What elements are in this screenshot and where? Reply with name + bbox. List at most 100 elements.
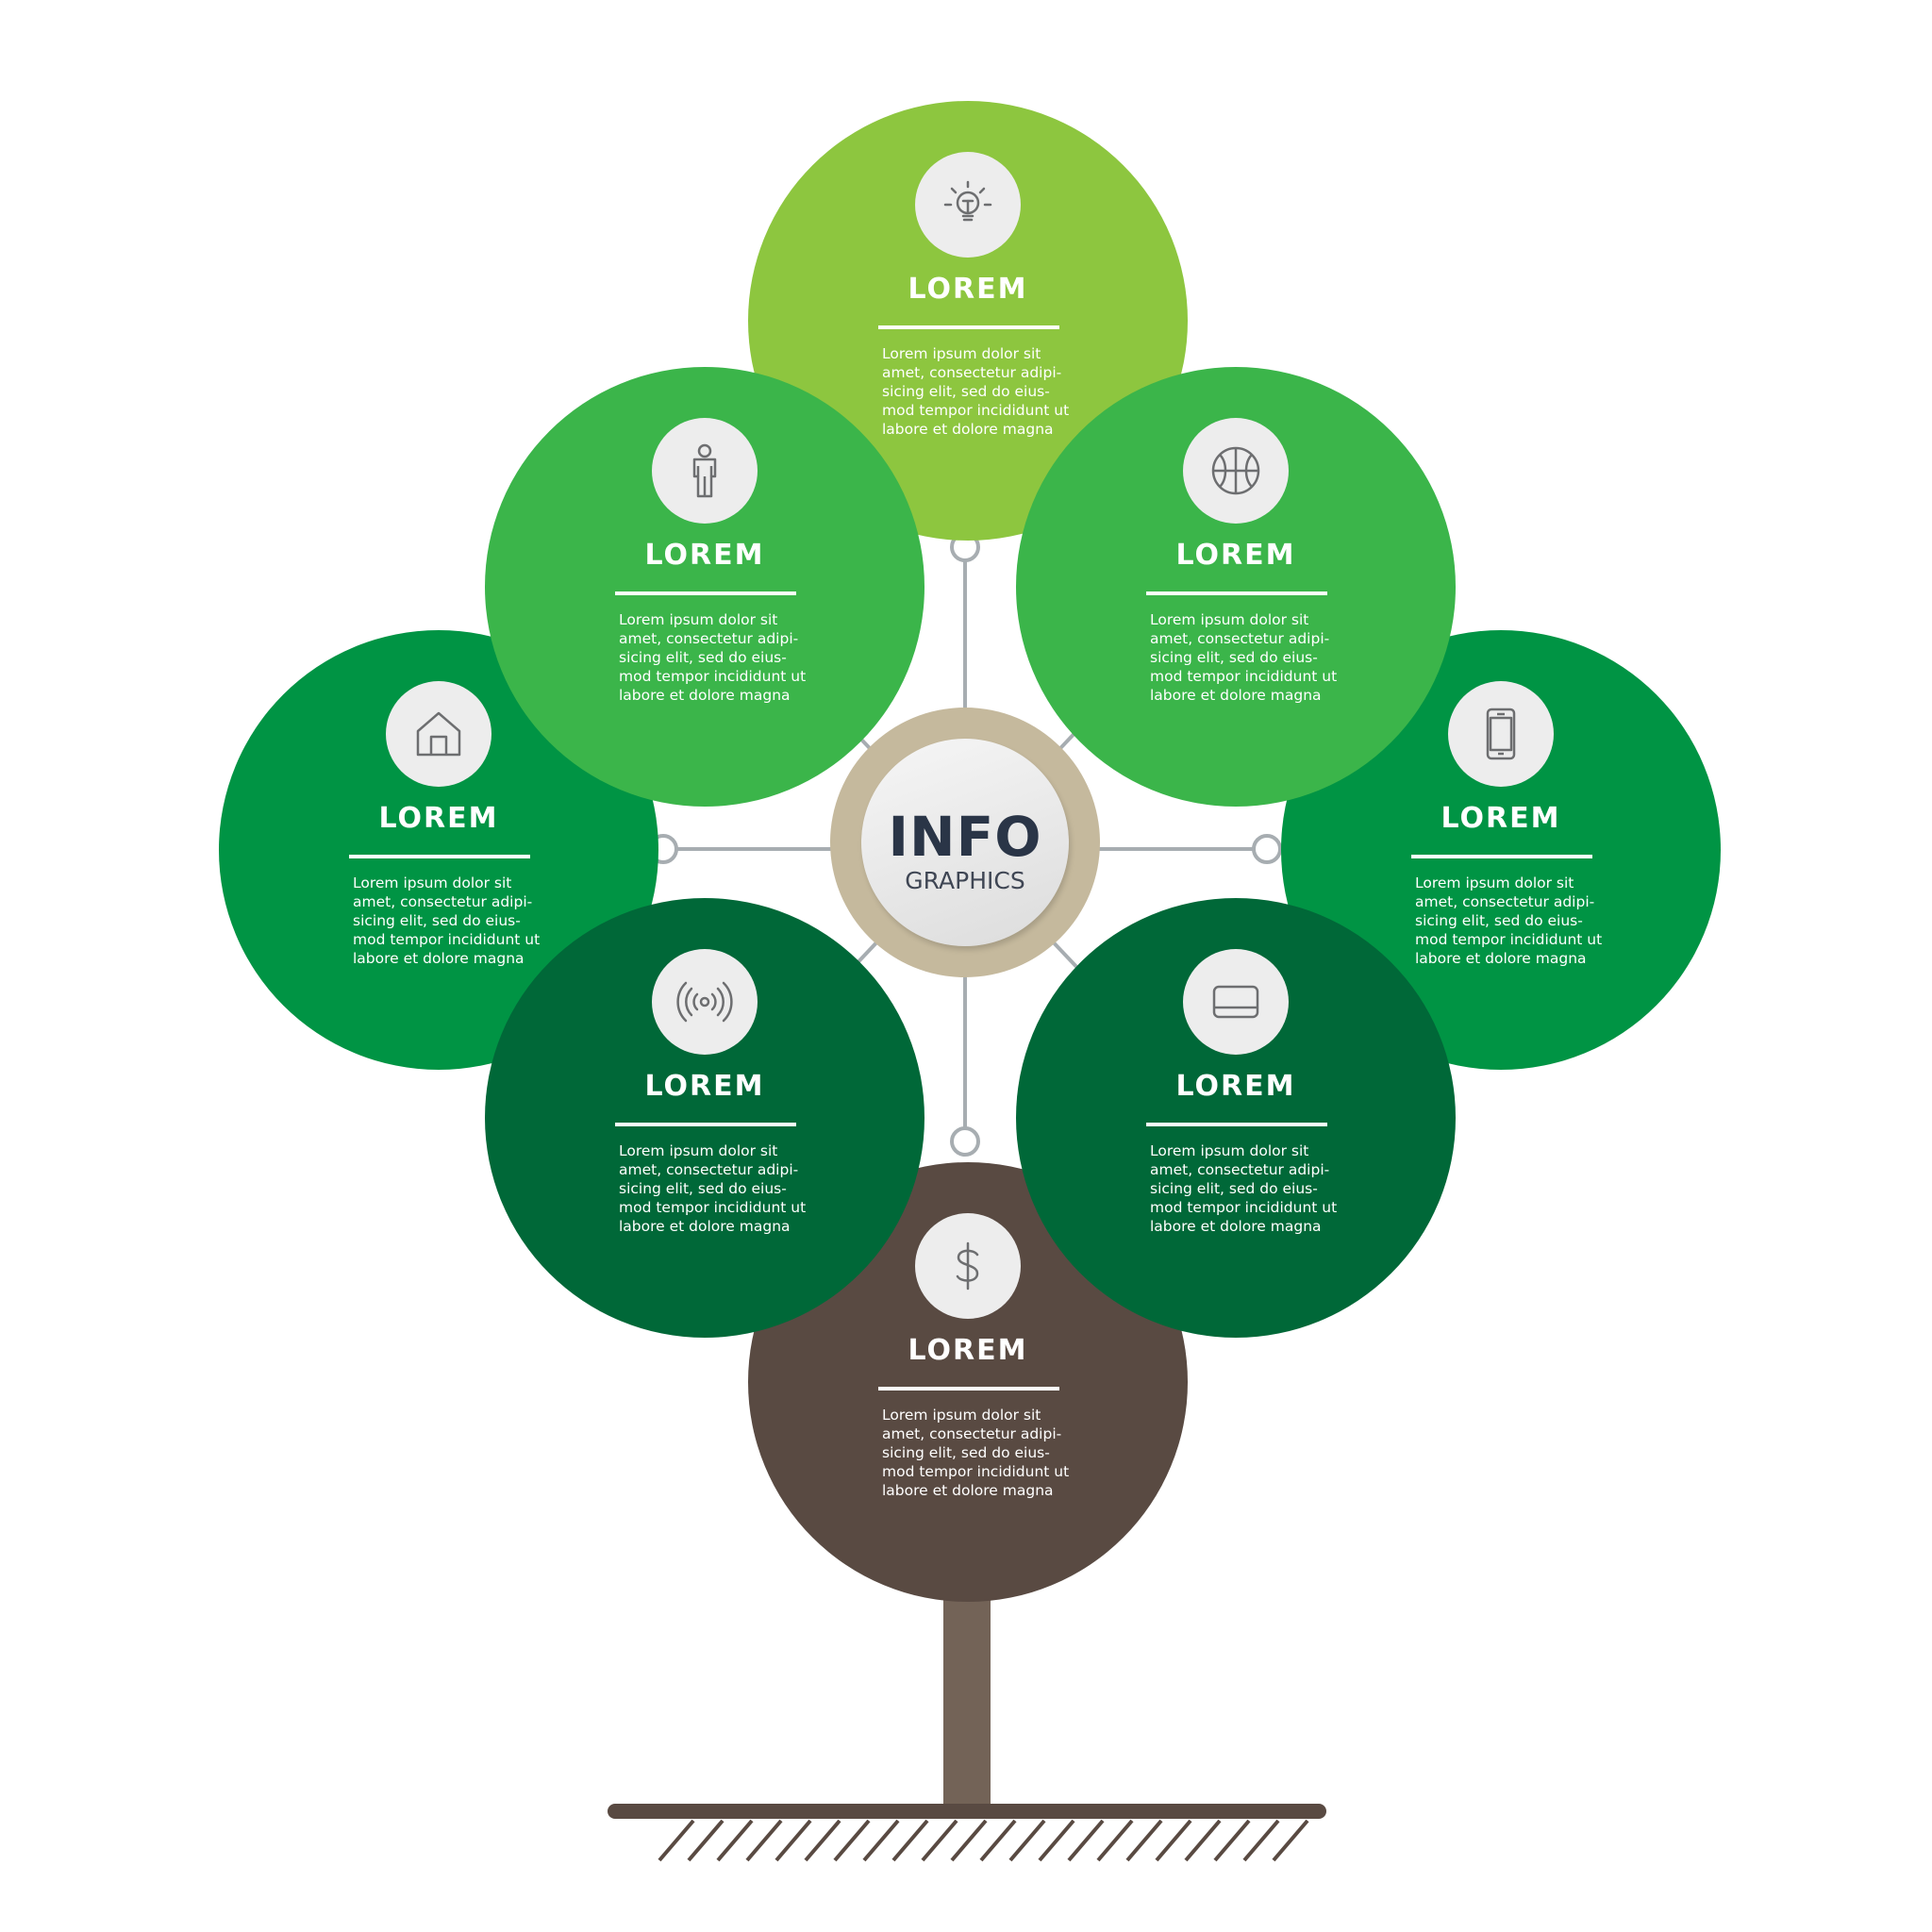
hatch-line: [1184, 1819, 1222, 1862]
title-divider: [1146, 591, 1327, 595]
hatch-line: [1125, 1819, 1163, 1862]
connector-dot-bottom: [950, 1126, 980, 1157]
description-line: Lorem ipsum dolor sit: [882, 345, 1041, 362]
hatch-line: [745, 1819, 783, 1862]
home-icon: [386, 681, 491, 787]
center-badge: INFO GRAPHICS: [830, 708, 1100, 977]
title-divider: [1411, 855, 1592, 858]
ground-hatching: [658, 1819, 1309, 1862]
hatch-line: [1272, 1819, 1309, 1862]
description-line: amet, consectetur adipi-: [1415, 893, 1595, 910]
hatch-line: [950, 1819, 988, 1862]
description-line: mod tempor incididunt ut: [619, 668, 807, 685]
smartphone-icon: [1448, 681, 1554, 787]
description-line: amet, consectetur adipi-: [353, 893, 533, 910]
description-line: sicing elit, sed do eius-: [1150, 1180, 1318, 1197]
dollar-icon: [915, 1213, 1021, 1319]
node-title: LOREM: [1175, 539, 1296, 572]
basketball-icon: [1183, 418, 1289, 524]
node-lower-right: LOREM Lorem ipsum dolor sit amet, consec…: [1016, 898, 1456, 1338]
description-line: amet, consectetur adipi-: [619, 630, 799, 647]
node-title: LOREM: [378, 802, 499, 835]
description-line: labore et dolore magna: [353, 950, 525, 967]
description-line: sicing elit, sed do eius-: [1415, 912, 1583, 929]
hatch-line: [1008, 1819, 1046, 1862]
description-line: sicing elit, sed do eius-: [353, 912, 521, 929]
description-line: amet, consectetur adipi-: [882, 1425, 1062, 1442]
node-lower-left: LOREM Lorem ipsum dolor sit amet, consec…: [485, 898, 924, 1338]
node-title: LOREM: [908, 1334, 1028, 1367]
description-line: amet, consectetur adipi-: [619, 1161, 799, 1178]
title-divider: [615, 1123, 796, 1126]
center-disc: INFO GRAPHICS: [861, 739, 1069, 946]
title-divider: [878, 325, 1059, 329]
node-description: Lorem ipsum dolor sit amet, consectetur …: [882, 1406, 1080, 1500]
description-line: Lorem ipsum dolor sit: [1150, 611, 1309, 628]
description-line: mod tempor incididunt ut: [1150, 668, 1338, 685]
node-description: Lorem ipsum dolor sit amet, consectetur …: [619, 610, 817, 705]
node-description: Lorem ipsum dolor sit amet, consectetur …: [882, 344, 1080, 439]
node-description: Lorem ipsum dolor sit amet, consectetur …: [1150, 1141, 1348, 1236]
node-upper-left: LOREM Lorem ipsum dolor sit amet, consec…: [485, 367, 924, 807]
hatch-line: [1155, 1819, 1192, 1862]
hatch-line: [687, 1819, 724, 1862]
description-line: labore et dolore magna: [619, 1218, 791, 1235]
hatch-line: [1038, 1819, 1075, 1862]
node-title: LOREM: [908, 273, 1028, 306]
signal-icon: [652, 949, 758, 1055]
description-line: sicing elit, sed do eius-: [882, 383, 1050, 400]
title-divider: [1146, 1123, 1327, 1126]
card-icon: [1183, 949, 1289, 1055]
title-divider: [878, 1387, 1059, 1391]
description-line: sicing elit, sed do eius-: [882, 1444, 1050, 1461]
hatch-line: [1213, 1819, 1251, 1862]
title-divider: [349, 855, 530, 858]
hatch-line: [862, 1819, 900, 1862]
description-line: labore et dolore magna: [1150, 1218, 1322, 1235]
description-line: Lorem ipsum dolor sit: [619, 1142, 778, 1159]
hatch-line: [1242, 1819, 1280, 1862]
hatch-line: [891, 1819, 929, 1862]
description-line: sicing elit, sed do eius-: [619, 649, 787, 666]
hatch-line: [1096, 1819, 1134, 1862]
center-title: INFO: [888, 805, 1042, 869]
node-description: Lorem ipsum dolor sit amet, consectetur …: [1415, 874, 1613, 968]
node-title: LOREM: [644, 539, 765, 572]
description-line: labore et dolore magna: [882, 421, 1054, 438]
description-line: amet, consectetur adipi-: [1150, 630, 1330, 647]
node-title: LOREM: [1175, 1070, 1296, 1103]
description-line: Lorem ipsum dolor sit: [1150, 1142, 1309, 1159]
person-icon: [652, 418, 758, 524]
description-line: labore et dolore magna: [1150, 687, 1322, 704]
hatch-line: [774, 1819, 812, 1862]
hatch-line: [804, 1819, 841, 1862]
hatch-line: [833, 1819, 871, 1862]
center-subtitle: GRAPHICS: [905, 867, 1025, 894]
hatch-line: [716, 1819, 754, 1862]
description-line: labore et dolore magna: [619, 687, 791, 704]
hatch-line: [979, 1819, 1017, 1862]
description-line: mod tempor incididunt ut: [882, 402, 1070, 419]
description-line: mod tempor incididunt ut: [882, 1463, 1070, 1480]
description-line: Lorem ipsum dolor sit: [353, 874, 512, 891]
lightbulb-icon: [915, 152, 1021, 258]
description-line: sicing elit, sed do eius-: [619, 1180, 787, 1197]
node-title: LOREM: [644, 1070, 765, 1103]
description-line: labore et dolore magna: [1415, 950, 1587, 967]
hatch-line: [1067, 1819, 1105, 1862]
hatch-line: [658, 1819, 695, 1862]
node-description: Lorem ipsum dolor sit amet, consectetur …: [353, 874, 551, 968]
node-description: Lorem ipsum dolor sit amet, consectetur …: [619, 1141, 817, 1236]
description-line: Lorem ipsum dolor sit: [619, 611, 778, 628]
description-line: mod tempor incididunt ut: [619, 1199, 807, 1216]
node-upper-right: LOREM Lorem ipsum dolor sit amet, consec…: [1016, 367, 1456, 807]
title-divider: [615, 591, 796, 595]
description-line: Lorem ipsum dolor sit: [1415, 874, 1574, 891]
node-title: LOREM: [1441, 802, 1561, 835]
hatch-line: [921, 1819, 958, 1862]
description-line: Lorem ipsum dolor sit: [882, 1407, 1041, 1424]
description-line: sicing elit, sed do eius-: [1150, 649, 1318, 666]
description-line: mod tempor incididunt ut: [1150, 1199, 1338, 1216]
